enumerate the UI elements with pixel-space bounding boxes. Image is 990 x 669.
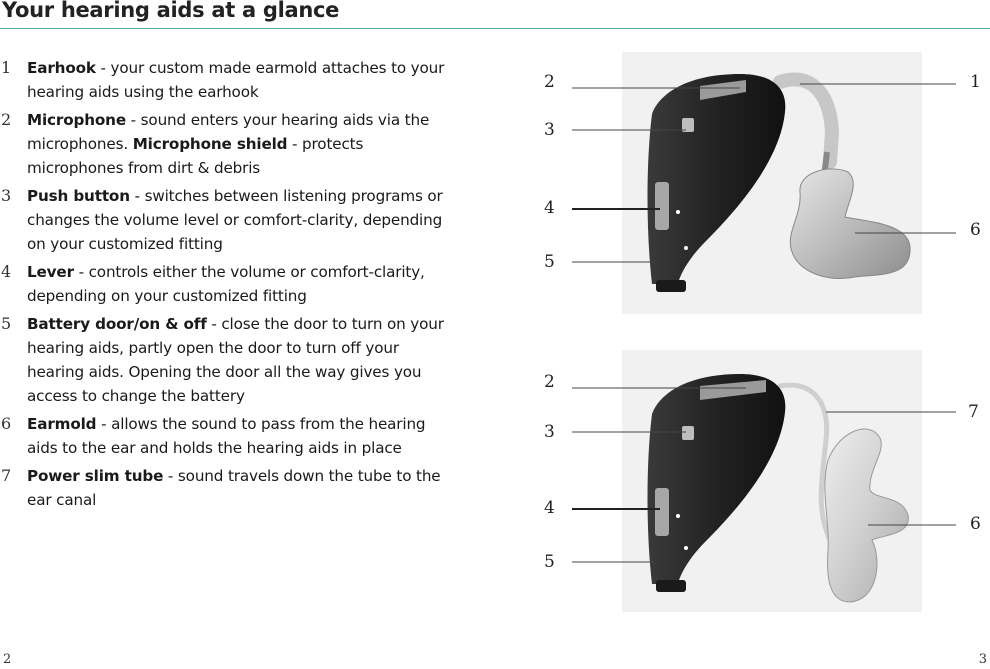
- callout-label-3: 3: [544, 120, 555, 140]
- item-description: - controls either the volume or comfort-…: [27, 263, 425, 305]
- page-title: Your hearing aids at a glance: [2, 0, 340, 22]
- item-term-secondary: Microphone shield: [132, 135, 288, 153]
- item-number: 6: [1, 414, 12, 433]
- item-term: Microphone: [27, 111, 126, 129]
- item-description: - your custom made earmold attaches to y…: [27, 59, 445, 101]
- callout-label-5: 5: [544, 252, 555, 272]
- item-description: - sound travels down the tube to the ear…: [27, 467, 441, 509]
- figure-earhook-hearing-aid: 2 1 3 4 5 6: [530, 52, 990, 322]
- item-number: 3: [1, 186, 12, 205]
- hearing-aid-slim-tube-illustration: [572, 350, 956, 612]
- list-item-push-button: 3 Push button - switches between listeni…: [0, 184, 450, 256]
- item-number: 5: [1, 314, 12, 333]
- item-description: - sound enters your hearing aids via the…: [27, 111, 430, 153]
- list-item-earmold: 6 Earmold - allows the sound to pass fro…: [0, 412, 450, 460]
- callout-label-4: 4: [544, 498, 555, 518]
- item-number: 1: [1, 58, 12, 77]
- callout-label-6: 6: [970, 220, 981, 240]
- list-item-battery-door: 5 Battery door/on & off - close the door…: [0, 312, 450, 408]
- callout-label-4: 4: [544, 198, 555, 218]
- callout-label-7: 7: [968, 402, 979, 422]
- item-description: - close the door to turn on your hearing…: [27, 315, 444, 405]
- item-description-secondary: - protects microphones from dirt & debri…: [27, 135, 364, 177]
- page-number-right: 3: [978, 652, 987, 667]
- callout-label-6: 6: [970, 514, 981, 534]
- list-item-slim-tube: 7 Power slim tube - sound travels down t…: [0, 464, 450, 512]
- list-item-lever: 4 Lever - controls either the volume or …: [0, 260, 450, 308]
- item-term: Earmold: [27, 415, 97, 433]
- item-description: - switches between listening programs or…: [27, 187, 443, 253]
- item-number: 7: [1, 466, 12, 485]
- item-term: Battery door/on & off: [27, 315, 207, 333]
- parts-list: 1 Earhook - your custom made earmold att…: [0, 56, 450, 516]
- callout-label-1: 1: [970, 72, 981, 92]
- item-term: Push button: [27, 187, 130, 205]
- callout-label-3: 3: [544, 422, 555, 442]
- list-item-microphone: 2 Microphone - sound enters your hearing…: [0, 108, 450, 180]
- item-term: Lever: [27, 263, 74, 281]
- figure-slim-tube-hearing-aid: 2 3 7 4 6 5: [530, 350, 990, 620]
- callout-label-2: 2: [544, 372, 555, 392]
- hearing-aid-earhook-illustration: [572, 52, 956, 314]
- callout-label-2: 2: [544, 72, 555, 92]
- item-number: 2: [1, 110, 12, 129]
- title-divider: [0, 28, 990, 29]
- item-term: Earhook: [27, 59, 96, 77]
- callout-label-5: 5: [544, 552, 555, 572]
- page-number-left: 2: [3, 652, 12, 667]
- item-number: 4: [1, 262, 12, 281]
- list-item-earhook: 1 Earhook - your custom made earmold att…: [0, 56, 450, 104]
- item-term: Power slim tube: [27, 467, 164, 485]
- item-description: - allows the sound to pass from the hear…: [27, 415, 426, 457]
